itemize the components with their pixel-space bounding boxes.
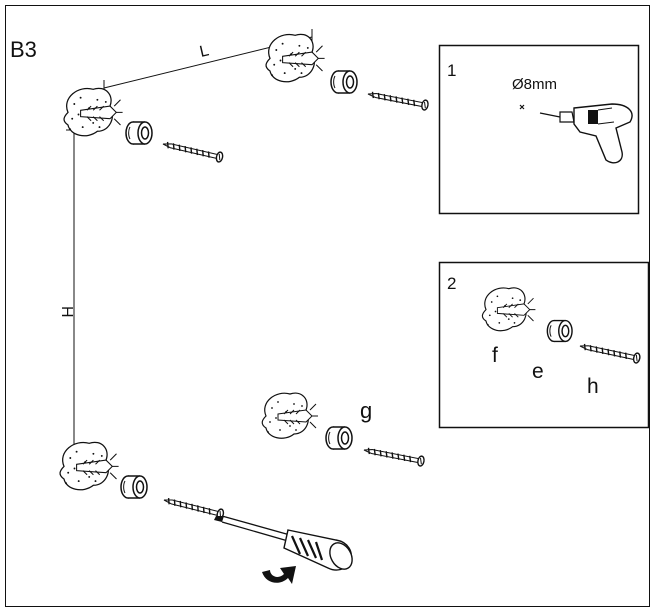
part-label-g: g	[360, 398, 372, 423]
inset-1-number: 1	[447, 61, 456, 80]
part-label-h: h	[587, 375, 599, 398]
spacer-icon	[120, 475, 148, 499]
dimension-label-h: H	[58, 306, 75, 318]
spacer-icon	[546, 319, 573, 343]
spacer-icon	[325, 426, 353, 450]
assembly-middle-right: g	[261, 392, 426, 468]
rotate-arrow-icon	[262, 566, 296, 584]
part-label-e: e	[532, 360, 544, 383]
inset-2-number: 2	[447, 274, 456, 293]
spacer-icon	[330, 70, 358, 94]
drill-icon	[519, 103, 633, 164]
step-label: B3	[10, 37, 37, 62]
drill-size-label: Ø8mm	[512, 76, 557, 93]
screwdriver-icon	[214, 515, 353, 571]
part-label-f: f	[492, 344, 498, 367]
spacer-icon	[125, 121, 153, 145]
dimension-label-l: L	[198, 42, 211, 61]
inset-step-1: 1 Ø8mm	[438, 44, 640, 215]
inset-step-2: 2 f e h	[438, 261, 650, 429]
